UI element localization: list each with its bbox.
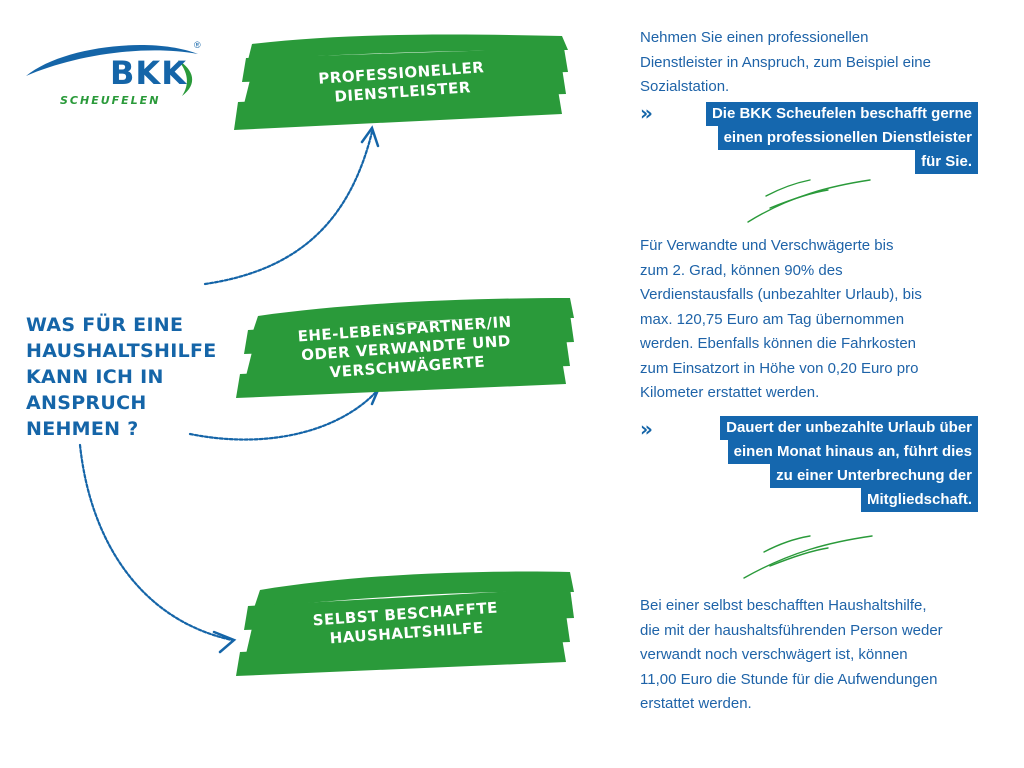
highlight-line: Dauert der unbezahlte Urlaub über	[720, 416, 978, 440]
section-professional-highlight: Die BKK Scheufelen beschafft gerne einen…	[660, 102, 978, 174]
chevron-icon: »	[640, 417, 653, 441]
text-line: Nehmen Sie einen professionellen	[640, 29, 869, 46]
arrow-to-relatives	[188, 390, 378, 441]
text-line: Bei einer selbst beschafften Haushaltshi…	[640, 597, 927, 614]
text-line: erstattet werden.	[640, 695, 752, 712]
brush-stroke	[236, 571, 574, 676]
text-line: zum Einsatzort in Höhe von 0,20 Euro pro	[640, 359, 919, 377]
text-line: werden. Ebenfalls können die Fahrkosten	[640, 335, 917, 352]
chevron-icon: »	[640, 101, 653, 125]
highlight-line: für Sie.	[915, 150, 978, 174]
question-line: KANN ICH IN	[26, 366, 164, 388]
banner-professional: PROFESSIONELLER DIENSTLEISTER	[232, 30, 572, 136]
logo-subtitle: SCHEUFELEN	[60, 94, 161, 107]
banner-self-procured: SELBST BESCHAFFTE HAUSHALTSHILFE	[236, 568, 576, 680]
question-line: NEHMEN ?	[26, 418, 139, 440]
text-line: Sozialstation.	[640, 78, 730, 95]
section-self-procured-text: Bei einer selbst beschafften Haushaltshi…	[640, 594, 943, 717]
text-line: zum 2. Grad, können 90% des	[640, 261, 843, 279]
text-line: 11,00 Euro die Stunde für die Aufwendung…	[640, 670, 938, 688]
text-line: Für Verwandte und Verschwägerte bis	[640, 237, 894, 254]
logo-swoosh-icon	[26, 45, 198, 96]
section-professional-text: Nehmen Sie einen professionellen Dienstl…	[640, 26, 931, 100]
highlight-line: einen professionellen Dienstleister	[717, 126, 978, 150]
logo-brand: BKK	[110, 54, 187, 92]
brush-stroke	[234, 34, 568, 130]
brush-stroke	[236, 298, 574, 398]
logo-registered-mark: ®	[194, 40, 201, 50]
text-line: die mit der haushaltsführenden Person we…	[640, 621, 943, 639]
banner-relatives: EHE-LEBENSPARTNER/IN ODER VERWANDTE UND …	[236, 294, 576, 402]
highlight-line: zu einer Unterbrechung der	[770, 464, 978, 488]
text-line: Verdienstausfalls (unbezahlter Urlaub), …	[640, 286, 922, 303]
question-line: ANSPRUCH	[26, 392, 147, 414]
question-line: WAS FÜR EINE	[26, 314, 184, 336]
highlight-line: Die BKK Scheufelen beschafft gerne	[705, 102, 978, 126]
arrow-to-self	[78, 443, 234, 642]
section-relatives-highlight: Dauert der unbezahlte Urlaub über einen …	[660, 416, 978, 512]
main-question: WAS FÜR EINE HAUSHALTSHILFE KANN ICH IN …	[26, 312, 246, 442]
highlight-line: einen Monat hinaus an, führt dies	[727, 440, 978, 464]
bkk-logo: BKK SCHEUFELEN ®	[22, 36, 212, 116]
text-line: Kilometer erstattet werden.	[640, 384, 820, 401]
decor-strokes	[743, 179, 873, 579]
text-line: Dienstleister in Anspruch, zum Beispiel …	[640, 53, 931, 71]
question-line: HAUSHALTSHILFE	[26, 340, 217, 362]
arrow-to-professional	[203, 130, 374, 286]
text-line: verwandt noch verschwägert ist, können	[640, 646, 908, 663]
section-relatives-text: Für Verwandte und Verschwägerte bis zum …	[640, 234, 922, 406]
highlight-line: Mitgliedschaft.	[860, 488, 978, 512]
text-line: max. 120,75 Euro am Tag übernommen	[640, 310, 905, 328]
